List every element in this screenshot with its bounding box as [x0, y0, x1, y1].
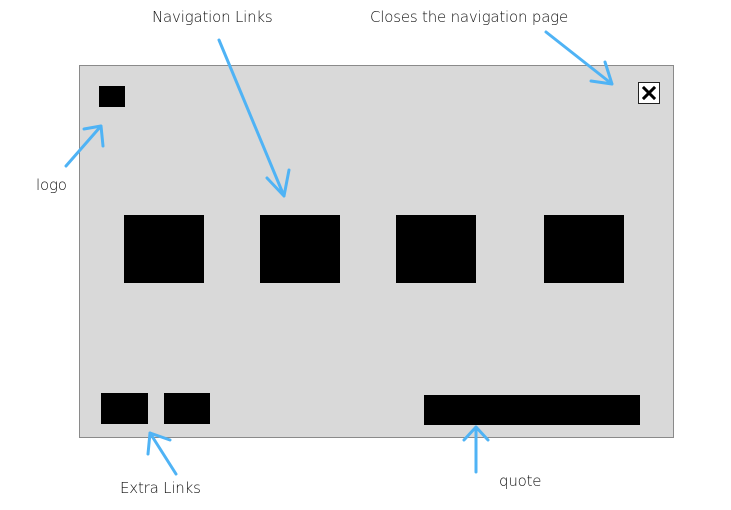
- extra-link-placeholder-2[interactable]: [164, 393, 210, 424]
- extra-link-placeholder-1[interactable]: [101, 393, 148, 424]
- close-icon: [642, 86, 656, 100]
- quote-placeholder: [424, 395, 640, 425]
- nav-link-placeholder-2[interactable]: [260, 215, 340, 283]
- annotation-close: Closes the navigation page: [370, 8, 569, 26]
- annotation-logo: logo: [36, 176, 67, 194]
- arrow-to-extra-links: [146, 431, 178, 476]
- logo-placeholder[interactable]: [99, 86, 125, 107]
- annotation-navigation-links: Navigation Links: [152, 8, 273, 26]
- nav-link-placeholder-1[interactable]: [124, 215, 204, 283]
- annotation-quote: quote: [499, 472, 542, 490]
- annotation-extra-links: Extra Links: [120, 479, 201, 497]
- nav-link-placeholder-4[interactable]: [544, 215, 624, 283]
- close-button[interactable]: [638, 82, 660, 104]
- nav-link-placeholder-3[interactable]: [396, 215, 476, 283]
